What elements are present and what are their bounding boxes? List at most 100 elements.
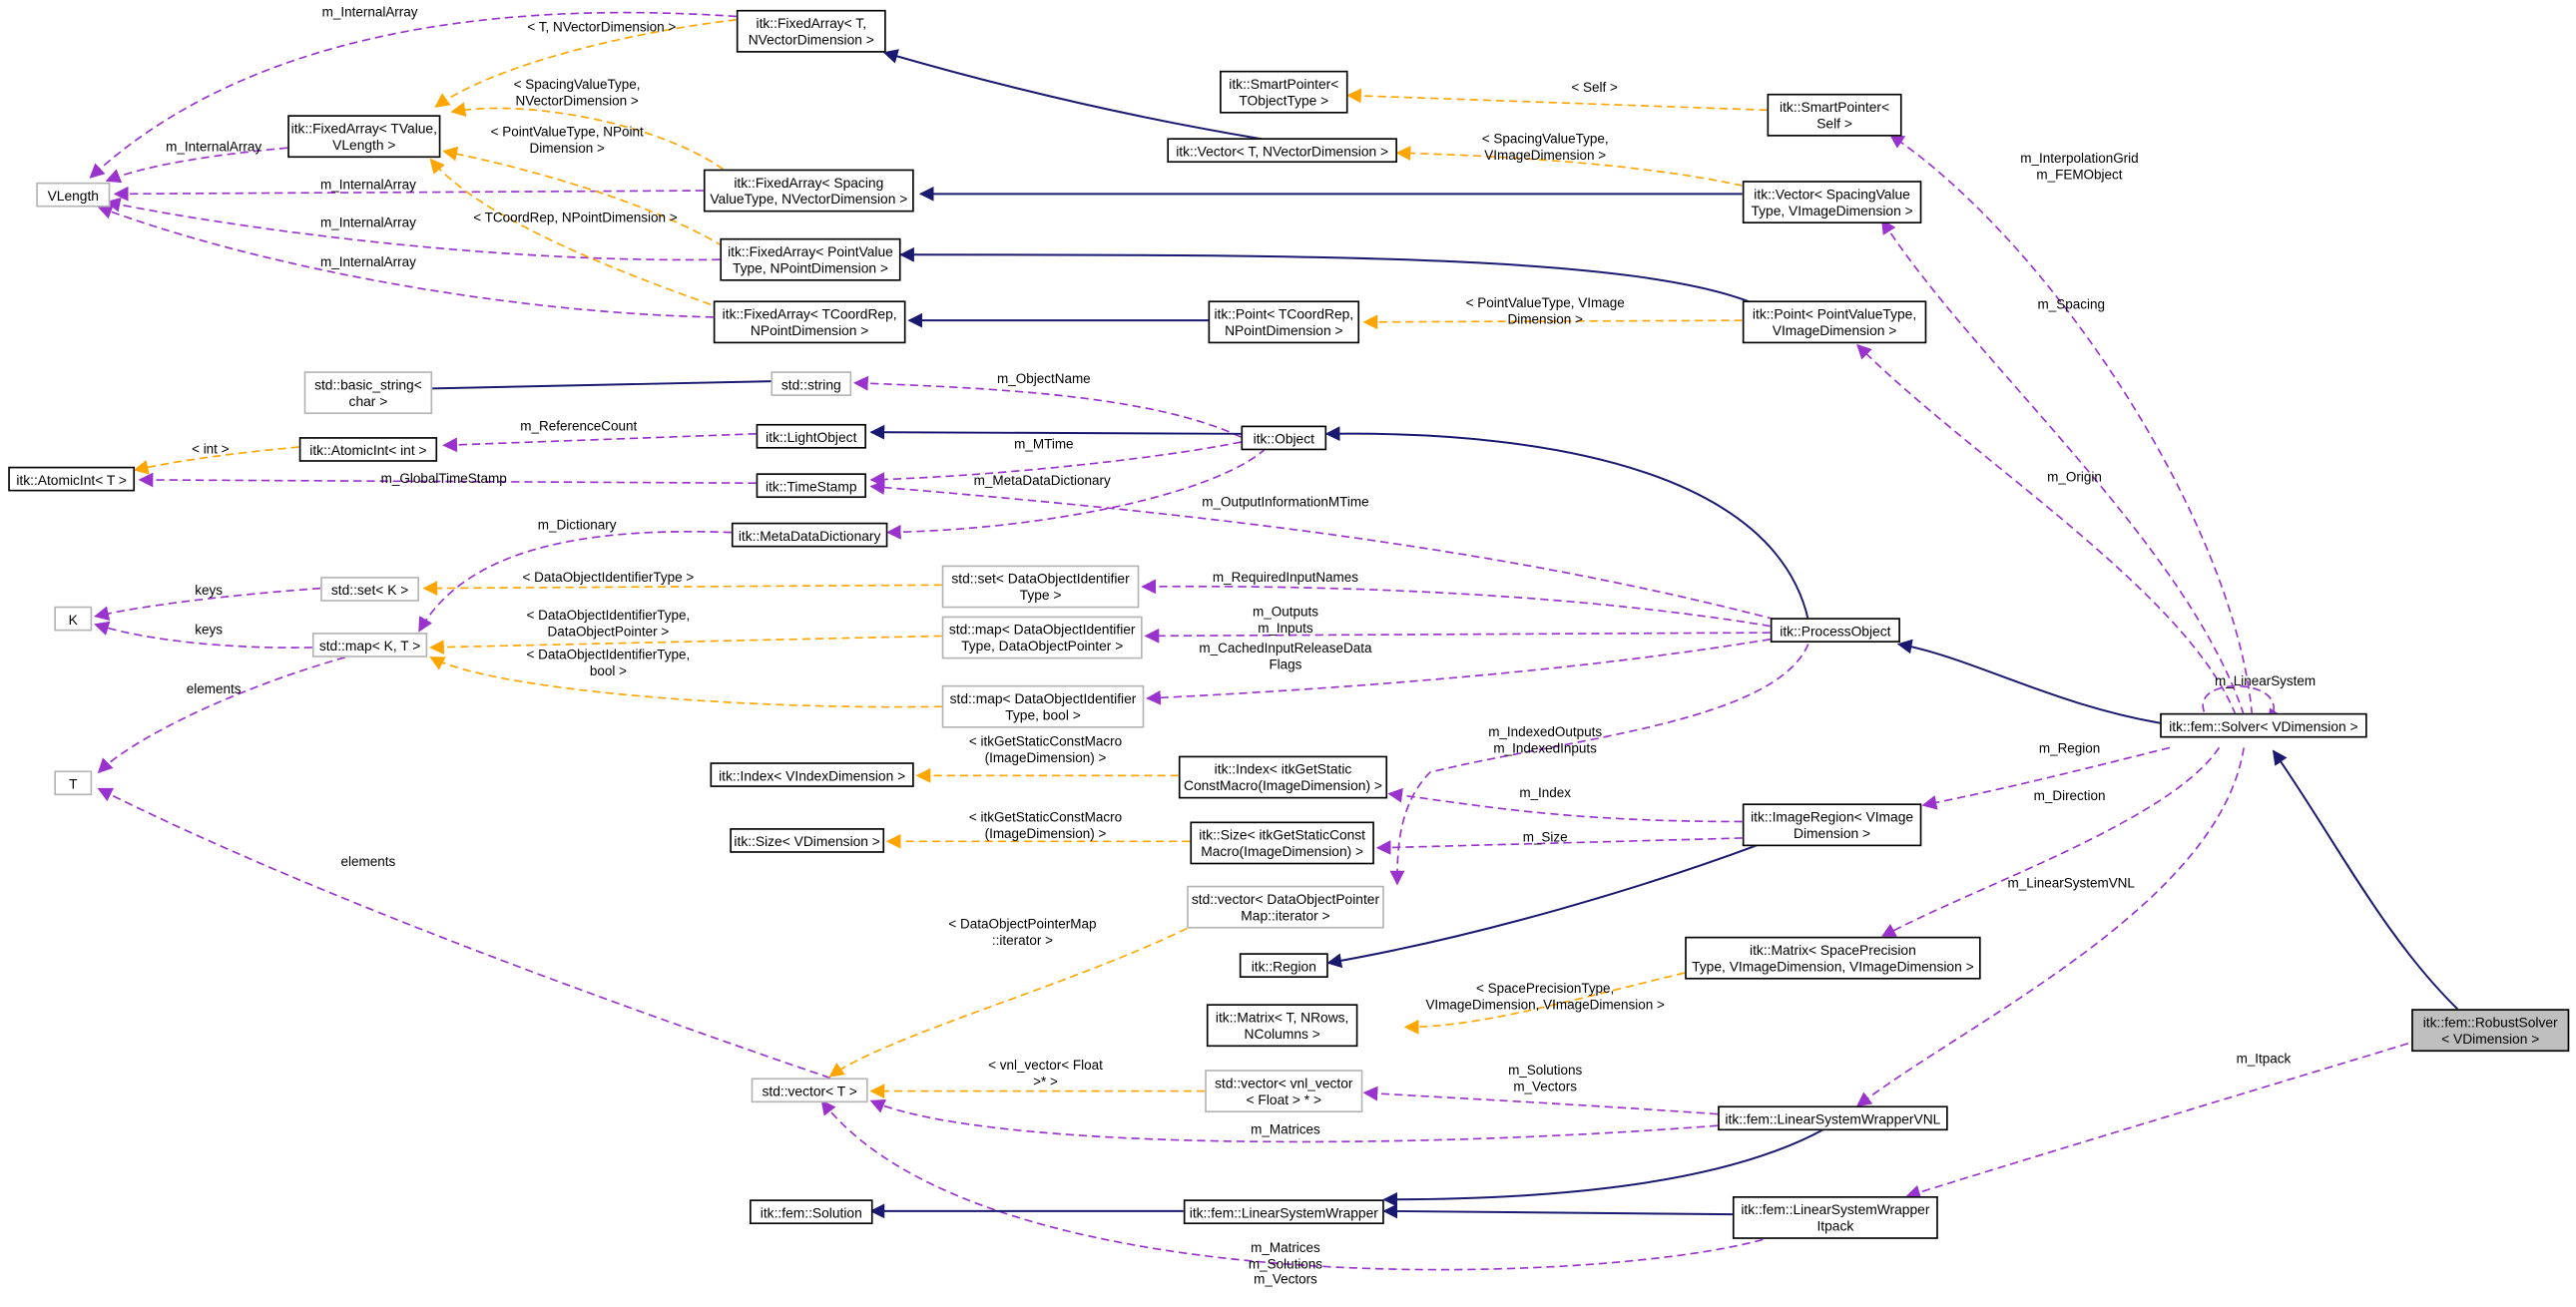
edge-label-line: Dimension >	[529, 140, 605, 156]
edge-label-m-dictionary: m_Dictionary	[538, 518, 617, 534]
class-node-label: Self >	[1816, 115, 1852, 132]
class-node-label: itk::Vector< SpacingValue	[1754, 186, 1910, 203]
class-node-robustsolver[interactable]: itk::fem::RobustSolver< VDimension >	[2411, 1009, 2570, 1053]
class-node-point-tcoord[interactable]: itk::Point< TCoordRep,NPointDimension >	[1208, 300, 1360, 344]
class-node-smartpointer-self[interactable]: itk::SmartPointer<Self >	[1767, 93, 1902, 137]
class-node-matrix-t[interactable]: itk::Matrix< T, NRows,NColumns >	[1206, 1004, 1358, 1048]
edge-label-line: m_IndexedInputs	[1493, 740, 1597, 755]
class-node-label: itk::MetaDataDictionary	[738, 526, 881, 544]
edge-label-line: < SpacingValueType,	[1481, 131, 1609, 147]
class-node-timestamp[interactable]: itk::TimeStamp	[756, 473, 866, 499]
class-node-solution[interactable]: itk::fem::Solution	[750, 1199, 873, 1225]
edge-itpack-vector-t	[820, 1099, 1777, 1271]
class-node-std-string[interactable]: std::string	[771, 371, 852, 396]
edge-label-line: >* >	[1033, 1074, 1058, 1089]
class-node-metadatadictionary[interactable]: itk::MetaDataDictionary	[731, 522, 888, 548]
edge-label-line: ::iterator >	[991, 932, 1053, 948]
edge-label-tcoord-npoint: < TCoordRep, NPointDimension >	[473, 211, 677, 226]
class-node-object[interactable]: itk::Object	[1241, 425, 1327, 451]
edge-label-line: (ImageDimension) >	[984, 825, 1107, 841]
edge-label-line: VImageDimension >	[1484, 147, 1607, 163]
edge-label-line: elements	[340, 854, 396, 870]
edge-label-line: m_OutputInformationMTime	[1202, 494, 1369, 510]
class-node-smartpointer-tobject[interactable]: itk::SmartPointer<TObjectType >	[1220, 70, 1348, 114]
class-node-label: itk::SmartPointer<	[1229, 75, 1339, 93]
edge-label-line: m_LinearSystem	[2214, 673, 2317, 689]
edge-label-line: < vnl_vector< Float	[988, 1058, 1103, 1074]
class-node-label: K	[68, 610, 78, 628]
class-node-label: Itpack	[1816, 1217, 1854, 1234]
class-node-atomicint-int[interactable]: itk::AtomicInt< int >	[298, 437, 438, 462]
edge-label-line: < DataObjectIdentifierType,	[526, 647, 691, 662]
class-node-label: itk::FixedArray< TValue,	[290, 120, 437, 137]
class-node-label: itk::FixedArray< PointValue	[728, 242, 893, 260]
edge-label-line: < DataObjectPointerMap	[948, 917, 1097, 932]
class-node-fixedarray-tvalue[interactable]: itk::FixedArray< TValue,VLength >	[287, 115, 441, 159]
edge-label-line: m_InterpolationGrid	[2020, 151, 2139, 167]
edge-inh-object	[869, 424, 1242, 440]
class-node-set-k[interactable]: std::set< K >	[320, 577, 419, 602]
class-node-lightobject[interactable]: itk::LightObject	[756, 423, 866, 449]
class-node-index-v[interactable]: itk::Index< VIndexDimension >	[710, 762, 914, 787]
class-node-basic-string[interactable]: std::basic_string<char >	[303, 371, 433, 415]
class-node-fixedarray-t[interactable]: itk::FixedArray< T,NVectorDimension >	[736, 9, 886, 53]
class-node-k[interactable]: K	[54, 606, 93, 632]
edge-solver-smartpointer	[1888, 134, 2254, 715]
class-node-atomicint-t[interactable]: itk::AtomicInt< T >	[8, 466, 136, 492]
edge-label-line: m_Index	[1519, 785, 1572, 801]
edge-map-k	[94, 621, 312, 649]
member-edges	[89, 11, 2409, 1271]
class-node-label: NColumns >	[1244, 1025, 1320, 1043]
edge-label-line: m_Matrices	[1251, 1121, 1320, 1137]
class-node-region[interactable]: itk::Region	[1239, 953, 1328, 978]
edge-label-self: < Self >	[1571, 81, 1618, 97]
edge-processobject-set	[1141, 579, 1771, 628]
class-node-solver[interactable]: itk::fem::Solver< VDimension >	[2160, 712, 2367, 738]
edge-label-line: < Self >	[1571, 80, 1618, 96]
class-node-vlength[interactable]: VLength	[36, 182, 111, 208]
class-node-size-v[interactable]: itk::Size< VDimension >	[730, 828, 885, 853]
class-node-point-pointvalue[interactable]: itk::Point< PointValueType,VImageDimensi…	[1742, 300, 1927, 344]
edge-label-line: (ImageDimension) >	[984, 750, 1107, 765]
edge-label-line: m_InternalArray	[319, 254, 416, 270]
edge-label-line: m_Inputs	[1258, 620, 1313, 636]
edge-label-line: m_CachedInputReleaseData	[1199, 641, 1372, 656]
edge-label-line: m_Vectors	[1513, 1079, 1578, 1094]
edge-label-line: < SpacePrecisionType,	[1476, 981, 1615, 997]
edge-label-spacing-nvector: < SpacingValueType,NVectorDimension >	[514, 77, 641, 109]
class-node-t[interactable]: T	[54, 770, 93, 796]
edge-tpl-fixedarray-spacing	[450, 102, 725, 171]
class-node-vector-t-std[interactable]: std::vector< T >	[751, 1078, 868, 1103]
edge-label-line: Flags	[1269, 656, 1302, 671]
class-node-processobject[interactable]: itk::ProcessObject	[1770, 618, 1900, 643]
class-node-vector-t[interactable]: itk::Vector< T, NVectorDimension >	[1167, 138, 1397, 164]
class-node-label: itk::Matrix< T, NRows,	[1215, 1009, 1349, 1026]
edge-label-m-region: m_Region	[2039, 741, 2100, 757]
edge-tpl-map-bool	[429, 656, 942, 708]
edge-label-m-metadatadictionary: m_MetaDataDictionary	[974, 473, 1111, 489]
class-node-linearsystemwrapper-vnl[interactable]: itk::fem::LinearSystemWrapperVNL	[1718, 1105, 1948, 1131]
class-node-map-kt[interactable]: std::map< K, T >	[311, 633, 428, 657]
class-node-vector-vnl[interactable]: std::vector< vnl_vector< Float > * >	[1205, 1070, 1363, 1113]
class-node-linearsystemwrapper[interactable]: itk::fem::LinearSystemWrapper	[1183, 1199, 1384, 1225]
edge-vector-t-t	[97, 787, 831, 1080]
class-node-fixedarray-tcoord[interactable]: itk::FixedArray< TCoordRep,NPointDimensi…	[713, 300, 906, 344]
edge-solver-imageregion	[1921, 746, 2171, 810]
edge-label-line: NVectorDimension >	[515, 93, 639, 109]
edge-label-spaceprecision: < SpacePrecisionType,VImageDimension, VI…	[1425, 981, 1664, 1013]
